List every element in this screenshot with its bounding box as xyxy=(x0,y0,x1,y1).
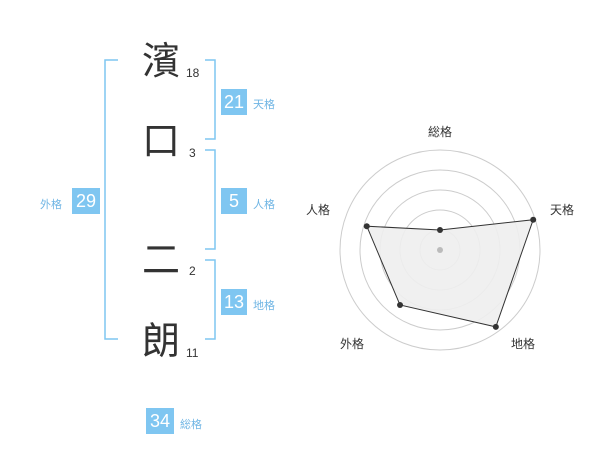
gaikaku-value: 29 xyxy=(72,188,100,214)
radar-point-3 xyxy=(492,323,499,330)
chikaku-label: 地格 xyxy=(253,299,275,312)
axis-label-gaikaku: 外格 xyxy=(340,337,365,351)
axis-label-tenkaku: 天格 xyxy=(550,203,575,217)
soukaku-value: 34 xyxy=(146,408,174,434)
name-char-3: 二 xyxy=(142,238,181,282)
gaikaku-label: 外格 xyxy=(40,198,62,211)
jinkaku-value: 5 xyxy=(221,188,247,214)
stroke-count-1: 18 xyxy=(186,66,200,80)
jinkaku-bracket xyxy=(205,149,216,250)
axis-label-soukaku: 総格 xyxy=(428,125,453,139)
soukaku-label: 総格 xyxy=(180,418,202,431)
name-char-4: 朗 xyxy=(142,319,181,363)
tenkaku-label: 天格 xyxy=(253,98,275,111)
name-char-2: 口 xyxy=(142,119,181,163)
gaikaku-bracket xyxy=(104,59,118,340)
name-char-1: 濱 xyxy=(142,39,181,83)
radar-point-2 xyxy=(530,216,537,223)
jinkaku-label: 人格 xyxy=(253,198,275,211)
stroke-count-3: 2 xyxy=(189,264,196,278)
tenkaku-value: 21 xyxy=(221,89,247,115)
tenkaku-bracket xyxy=(205,59,216,140)
stroke-count-2: 3 xyxy=(189,146,196,160)
radar-center-dot xyxy=(437,247,443,253)
radar-point-5 xyxy=(363,223,370,230)
radar-ring xyxy=(339,149,541,351)
chikaku-value: 13 xyxy=(221,289,247,315)
radar-point-4 xyxy=(397,302,404,309)
stroke-count-4: 11 xyxy=(186,346,199,360)
axis-label-chikaku: 地格 xyxy=(511,337,536,351)
radar-polygon xyxy=(366,219,534,328)
axis-label-jinkaku: 人格 xyxy=(306,203,331,217)
radar-point-1 xyxy=(437,227,443,233)
chikaku-bracket xyxy=(205,259,216,340)
